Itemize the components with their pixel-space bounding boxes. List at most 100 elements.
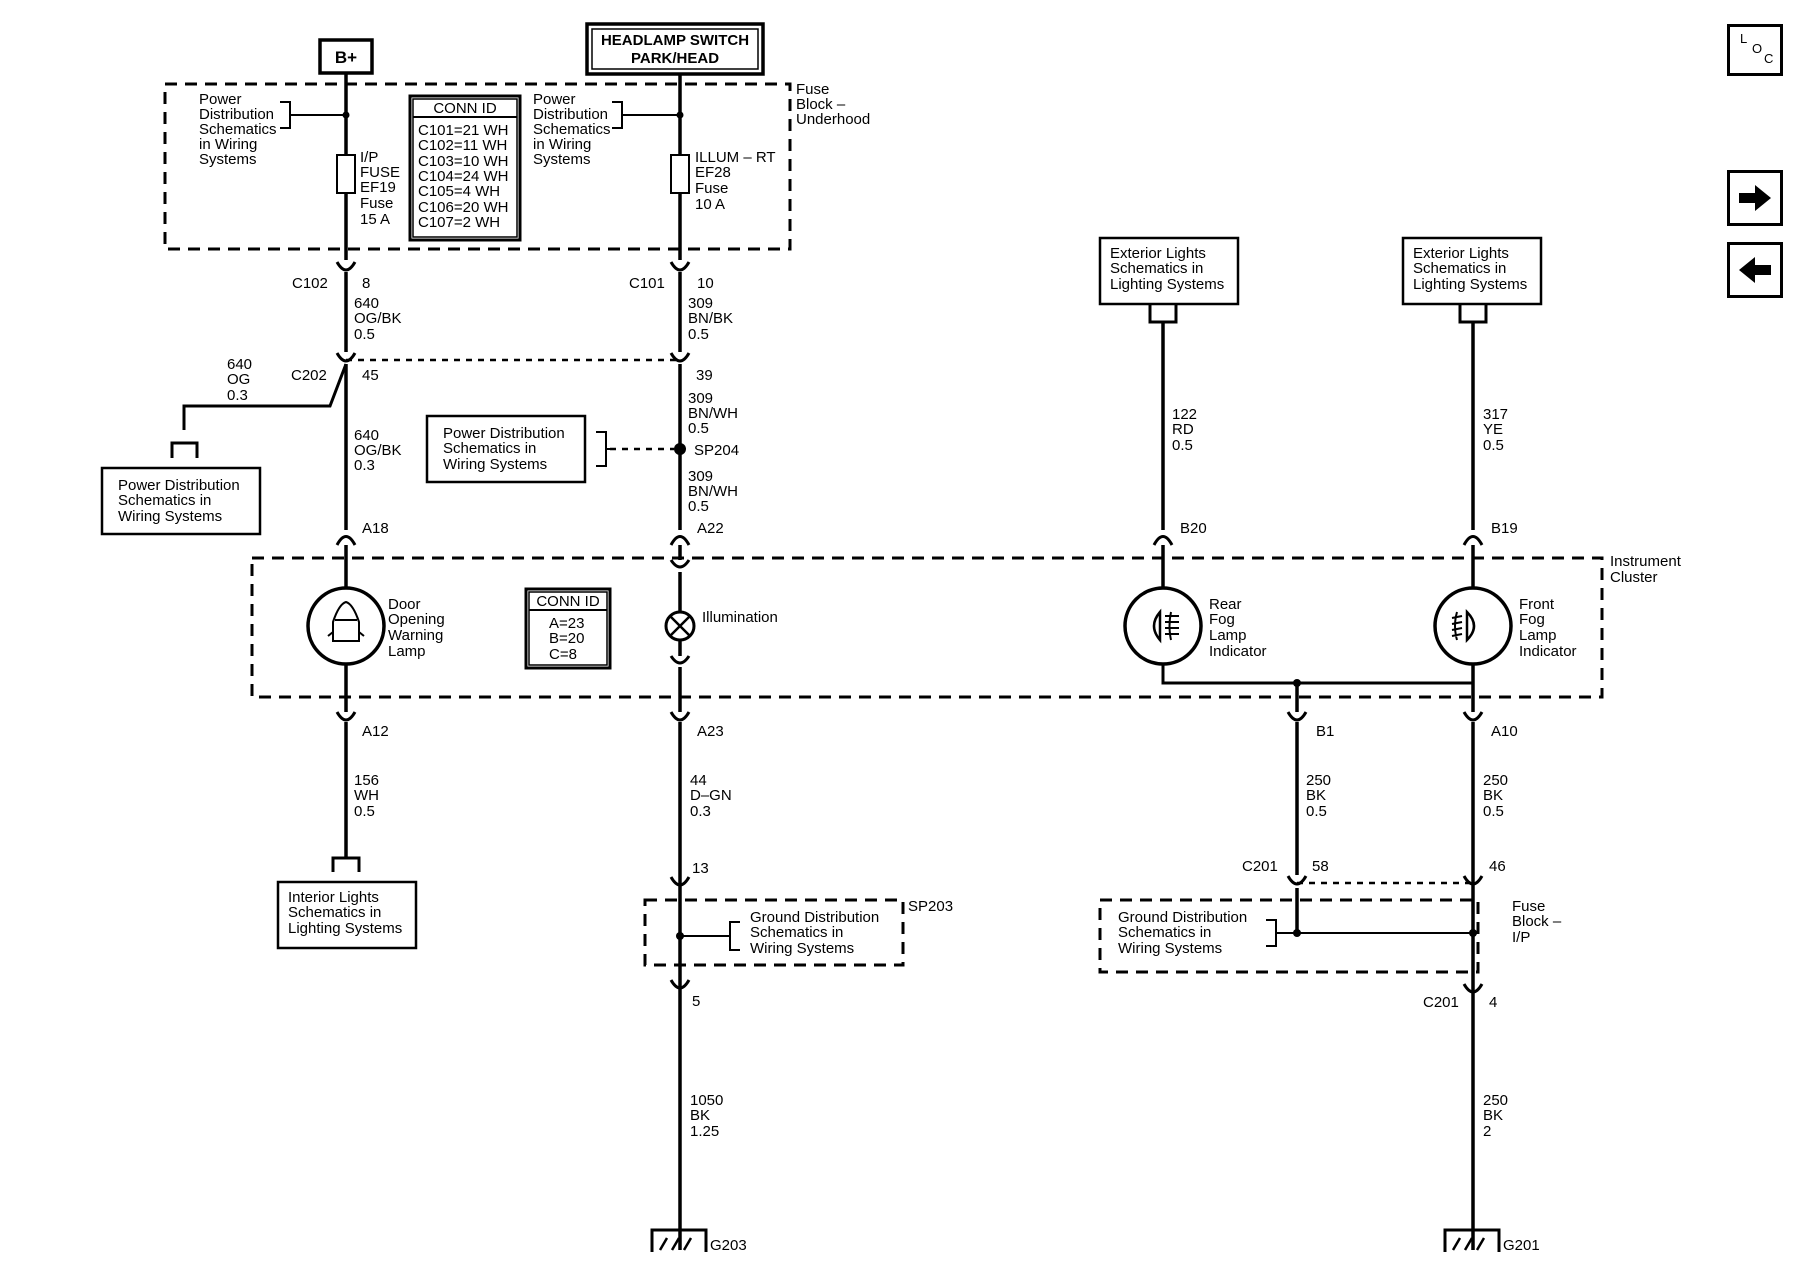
fuse-right-2: EF28 <box>695 164 731 181</box>
next-arrow-icon <box>1739 185 1771 211</box>
headlamp-switch-title: HEADLAMP SWITCH <box>601 32 749 49</box>
conn-id-top-row-2: C102=11 WH <box>418 137 507 154</box>
ground-dist-sp203-3: Wiring Systems <box>750 940 854 957</box>
ground-dist-ip-2: Schematics in <box>1118 924 1211 941</box>
conn-id-top-row-3: C103=10 WH <box>418 153 508 170</box>
loc-button[interactable]: L O C <box>1727 24 1783 76</box>
headlamp-switch-source: HEADLAMP SWITCH PARK/HEAD <box>585 22 765 76</box>
b1-label: B1 <box>1316 723 1334 740</box>
fuse-left-5: 15 A <box>360 211 390 228</box>
fuse-block-underhood-label-3: Underhood <box>796 111 870 128</box>
w250-bk-b-1: 250 <box>1483 772 1508 789</box>
fuse-block-ip-1: Fuse <box>1512 898 1545 915</box>
w250-bk-b-3: 0.5 <box>1483 803 1504 820</box>
w44-dgn-2: D–GN <box>690 787 732 804</box>
ground-g203-icon <box>650 1228 708 1252</box>
ext-lights-1-box <box>1098 236 1240 306</box>
headlamp-switch-subtitle: PARK/HEAD <box>631 50 719 67</box>
rear-fog-lamp-icon <box>1123 586 1203 666</box>
c201-label-a: C201 <box>1242 858 1278 875</box>
b19-label: B19 <box>1491 520 1518 537</box>
w250-bk-2-1: 250 <box>1483 1092 1508 1109</box>
fuse-right-1: ILLUM – RT <box>695 149 776 166</box>
prev-page-button[interactable] <box>1727 242 1783 298</box>
fuse-right-4: 10 A <box>695 196 725 213</box>
a22-label: A22 <box>697 520 724 537</box>
interior-lights-1: Interior Lights <box>288 889 379 906</box>
w44-dgn-1: 44 <box>690 772 707 789</box>
w1050-bk-3: 1.25 <box>690 1123 719 1140</box>
c101-label: C101 <box>629 275 665 292</box>
front-fog-label-4: Indicator <box>1519 643 1577 660</box>
rear-fog-label-1: Rear <box>1209 596 1242 613</box>
front-fog-label-1: Front <box>1519 596 1555 613</box>
fuse-left-4: Fuse <box>360 195 393 212</box>
conn-id-cluster-title: CONN ID <box>536 593 600 610</box>
power-dist-left-5: Systems <box>199 151 257 168</box>
fuse-left-2: FUSE <box>360 164 400 181</box>
conn-id-cluster-row-3: C=8 <box>549 646 577 663</box>
ext-lights-1-2: Schematics in <box>1110 260 1203 277</box>
power-dist-right-5: Systems <box>533 151 591 168</box>
w640-og-03-3: 0.3 <box>227 387 248 404</box>
instrument-cluster-label-1: Instrument <box>1610 553 1682 570</box>
rear-fog-label-3: Lamp <box>1209 627 1247 644</box>
w317-ye-1: 317 <box>1483 406 1508 423</box>
a12-label: A12 <box>362 723 389 740</box>
next-page-button[interactable] <box>1727 170 1783 226</box>
conn-id-top-row-5: C105=4 WH <box>418 183 500 200</box>
w309-bnwh-a-1: 309 <box>688 390 713 407</box>
w250-bk-2-3: 2 <box>1483 1123 1491 1140</box>
fuse-right-3: Fuse <box>695 180 728 197</box>
door-lamp-label-2: Opening <box>388 611 445 628</box>
w640-ogbk-03-3: 0.3 <box>354 457 375 474</box>
front-fog-label-2: Fog <box>1519 611 1545 628</box>
ground-g201-icon <box>1443 1228 1501 1252</box>
c202-label: C202 <box>291 367 327 384</box>
w309-bnbk-05-3: 0.5 <box>688 326 709 343</box>
interior-lights-box <box>276 880 418 950</box>
instrument-cluster-boundary <box>250 556 1604 699</box>
power-dist-c202-3: Wiring Systems <box>118 508 222 525</box>
w250-bk-b-2: BK <box>1483 787 1503 804</box>
power-dist-sp204-box <box>425 414 587 484</box>
ext-lights-2-box <box>1401 236 1543 306</box>
fuse-ef28-icon <box>670 154 690 194</box>
conn-id-top-row-4: C104=24 WH <box>418 168 508 185</box>
w640-og-03-1: 640 <box>227 356 252 373</box>
prev-arrow-icon <box>1739 257 1771 283</box>
a23-label: A23 <box>697 723 724 740</box>
fuse-left-1: I/P <box>360 149 378 166</box>
rear-fog-label-4: Indicator <box>1209 643 1267 660</box>
fuse-block-underhood-label-2: Block – <box>796 96 846 113</box>
w156-wh-2: WH <box>354 787 379 804</box>
loc-letter-o: O <box>1752 41 1763 56</box>
w640-ogbk-03-1: 640 <box>354 427 379 444</box>
w640-ogbk-03-2: OG/BK <box>354 442 402 459</box>
c101-pin: 10 <box>697 275 714 292</box>
a10-label: A10 <box>1491 723 1518 740</box>
c201-label-b: C201 <box>1423 994 1459 1011</box>
ground-dist-ip-3: Wiring Systems <box>1118 940 1222 957</box>
interior-lights-3: Lighting Systems <box>288 920 402 937</box>
power-dist-right-3: Schematics <box>533 121 611 138</box>
fuse-block-ip-2: Block – <box>1512 913 1562 930</box>
w309-bnwh-b-2: BN/WH <box>688 483 738 500</box>
loc-letter-l: L <box>1740 31 1748 46</box>
g203-label: G203 <box>710 1237 747 1254</box>
ext-lights-1-3: Lighting Systems <box>1110 276 1224 293</box>
w156-wh-3: 0.5 <box>354 803 375 820</box>
power-dist-sp204-1: Power Distribution <box>443 425 565 442</box>
w640-ogbk-05-2: OG/BK <box>354 310 402 327</box>
w309-bnwh-a-3: 0.5 <box>688 420 709 437</box>
w309-bnbk-05-1: 309 <box>688 295 713 312</box>
w640-ogbk-05-3: 0.5 <box>354 326 375 343</box>
fuse-block-underhood-label-1: Fuse <box>796 81 829 98</box>
instrument-cluster-label-2: Cluster <box>1610 569 1658 586</box>
power-dist-sp204-2: Schematics in <box>443 440 536 457</box>
conn-id-top-title: CONN ID <box>433 100 497 117</box>
power-dist-c202-box <box>100 466 262 536</box>
ground-dist-sp203-2: Schematics in <box>750 924 843 941</box>
c201-pin-46: 46 <box>1489 858 1506 875</box>
interior-lights-2: Schematics in <box>288 904 381 921</box>
